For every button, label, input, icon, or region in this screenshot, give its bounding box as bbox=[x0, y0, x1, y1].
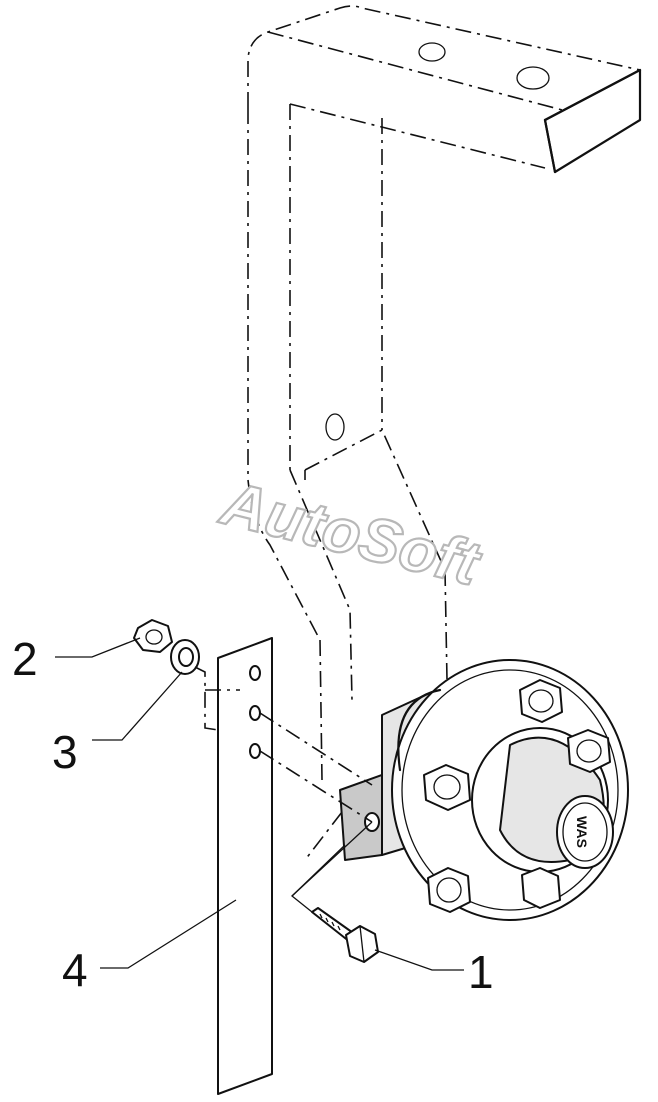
watermark-text: AutoSoft bbox=[213, 468, 488, 599]
wheel-bolt bbox=[567, 729, 611, 773]
hub-cap-marking: WAS bbox=[574, 816, 590, 848]
wheel-bolt bbox=[423, 764, 471, 811]
mounting-bracket bbox=[247, 5, 642, 781]
bolt-part-1 bbox=[311, 907, 379, 963]
washer-part-3 bbox=[170, 639, 200, 675]
leader-lines bbox=[55, 637, 464, 971]
assembly-guide-lines bbox=[194, 666, 373, 913]
callout-4: 4 bbox=[62, 944, 88, 996]
callout-2: 2 bbox=[12, 633, 38, 685]
callout-1: 1 bbox=[468, 946, 494, 998]
flat-bar-part-4 bbox=[217, 637, 273, 1095]
wheel-bolt bbox=[427, 867, 471, 913]
callout-3: 3 bbox=[52, 726, 78, 778]
wheel-hub: WAS bbox=[339, 659, 629, 921]
wheel-bolt bbox=[521, 867, 561, 909]
wheel-bolt bbox=[519, 679, 563, 723]
nut-part-2 bbox=[133, 619, 173, 653]
